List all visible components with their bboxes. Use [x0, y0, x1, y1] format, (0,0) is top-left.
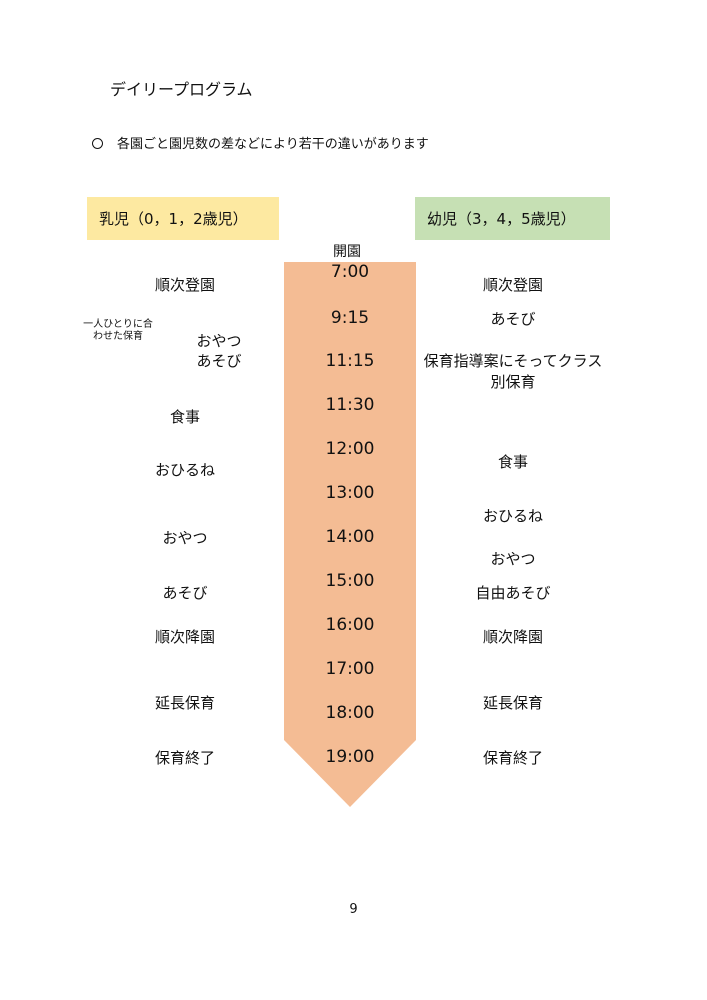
note-text: 各園ごと園児数の差などにより若干の違いがあります: [117, 137, 429, 152]
infant-activity: 延長保育: [154, 694, 215, 712]
infant-activity: 保育終了: [154, 749, 215, 767]
time-label: 11:30: [325, 395, 375, 415]
time-label: 14:00: [325, 527, 375, 547]
note-line: 各園ごと園児数の差などにより若干の違いがあります: [92, 133, 429, 152]
toddler-header: 幼児（3，4，5歳児）: [415, 197, 610, 240]
toddler-activity: 順次登園: [482, 276, 543, 294]
toddler-activity: あそび: [490, 310, 536, 328]
time-label: 13:00: [325, 483, 375, 503]
toddler-activity: おやつ: [490, 550, 536, 568]
timeline-arrow: [284, 262, 416, 807]
time-label: 9:15: [330, 308, 370, 328]
infant-header: 乳児（0，1，2歳児）: [87, 197, 279, 240]
infant-activity: 順次登園: [154, 276, 215, 294]
time-label: 11:15: [325, 351, 375, 371]
time-label: 15:00: [325, 571, 375, 591]
time-label: 17:00: [325, 659, 375, 679]
time-label: 19:00: [325, 747, 375, 767]
toddler-activity: 保育指導案にそってクラス別保育: [423, 352, 603, 391]
infant-activity: おやつ: [196, 332, 242, 350]
infant-activity: あそび: [162, 584, 208, 602]
time-label: 7:00: [330, 262, 370, 282]
infant-activity: 食事: [169, 408, 200, 426]
page-title: デイリープログラム: [110, 80, 253, 99]
time-label: 12:00: [325, 439, 375, 459]
infant-activity: おひるね: [154, 461, 215, 479]
time-label: 16:00: [325, 615, 375, 635]
toddler-activity: 順次降園: [482, 628, 543, 646]
open-label: 開園: [333, 244, 361, 260]
infant-activity: 順次降園: [154, 628, 215, 646]
toddler-activity: おひるね: [482, 507, 543, 525]
toddler-activity: 延長保育: [482, 694, 543, 712]
toddler-activity: 食事: [497, 453, 528, 471]
infant-activity: おやつ: [162, 529, 208, 547]
timeline-arrow-shape: [284, 262, 416, 807]
circle-bullet-icon: [92, 138, 103, 149]
time-label: 18:00: [325, 703, 375, 723]
page-number: 9: [349, 902, 358, 917]
toddler-activity: 保育終了: [482, 749, 543, 767]
toddler-activity: 自由あそび: [475, 584, 551, 602]
individual-care-note: 一人ひとりに合わせた保育: [83, 319, 153, 342]
infant-activity: あそび: [196, 352, 242, 370]
